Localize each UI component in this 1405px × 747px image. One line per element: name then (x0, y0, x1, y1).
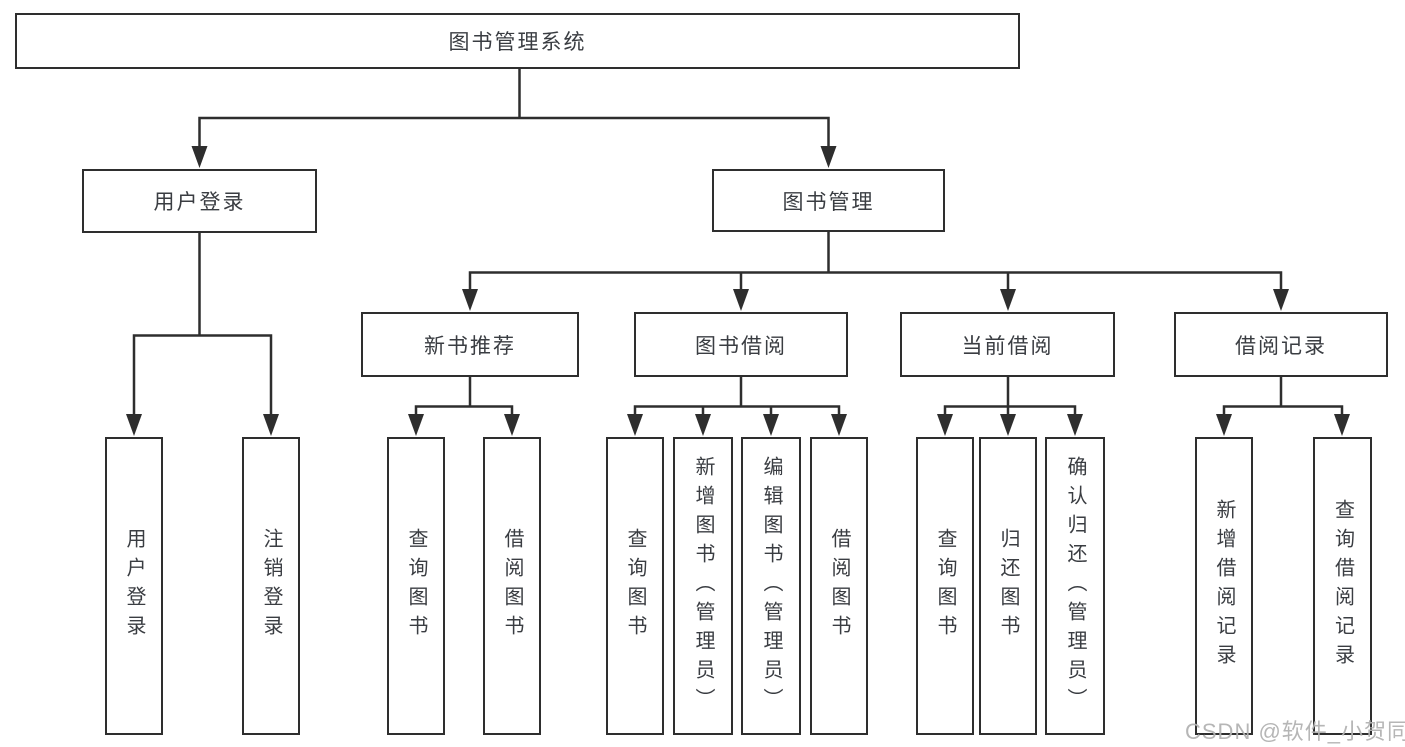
leaf-borrow-books: 借阅图书 (483, 437, 541, 735)
node-borrow-records: 借阅记录 (1174, 312, 1388, 377)
leaf-logout: 注销登录 (242, 437, 300, 735)
leaf-edit-books-admin: 编辑图书（管理员） (741, 437, 801, 735)
arrow-icon (1067, 414, 1083, 436)
node-label: 用户登录 (153, 191, 246, 214)
node-label: 借阅图书 (828, 528, 850, 644)
node-label: 用户登录 (123, 528, 145, 644)
connector-bookmgmt-to-level3 (468, 232, 1283, 290)
node-label: 图书管理 (782, 190, 875, 214)
arrow-icon (763, 414, 779, 436)
arrow-icon (462, 289, 478, 311)
node-label: 借阅图书 (501, 528, 523, 644)
node-label: 当前借阅 (961, 334, 1054, 358)
leaf-add-borrow-record: 新增借阅记录 (1195, 437, 1253, 735)
node-label: 查询图书 (405, 528, 427, 644)
arrow-icon (937, 414, 953, 436)
leaf-add-books-admin: 新增图书（管理员） (673, 437, 733, 735)
node-label: 新书推荐 (424, 334, 516, 358)
node-book-borrowing: 图书借阅 (634, 312, 848, 377)
arrow-icon (733, 289, 749, 311)
connector-newbookrec-to-leaves (414, 377, 514, 416)
node-label: 编辑图书（管理员） (760, 455, 782, 717)
leaf-query-books: 查询图书 (387, 437, 445, 735)
node-label: 确认归还（管理员） (1064, 455, 1086, 717)
arrow-icon (695, 414, 711, 436)
connector-root-to-level2 (198, 69, 830, 150)
leaf-query-borrow-record: 查询借阅记录 (1313, 437, 1372, 735)
node-label: 图书借阅 (695, 334, 787, 358)
arrow-icon (1000, 414, 1016, 436)
node-label: 新增借阅记录 (1213, 499, 1235, 673)
node-label: 注销登录 (260, 528, 282, 644)
arrow-icon (1000, 289, 1016, 311)
node-label: 查询借阅记录 (1331, 499, 1354, 673)
connector-borrowrecords-to-leaves (1222, 377, 1344, 416)
csdn-watermark: CSDN @软件_小贺同学 (1185, 719, 1405, 744)
node-book-management: 图书管理 (712, 169, 945, 232)
arrowheads (126, 146, 1350, 436)
leaf-confirm-return-admin: 确认归还（管理员） (1045, 437, 1105, 735)
node-label: 查询图书 (934, 528, 956, 644)
arrow-icon (504, 414, 520, 436)
arrow-icon (1273, 289, 1289, 311)
node-new-book-recommend: 新书推荐 (361, 312, 579, 377)
leaf-query-books: 查询图书 (916, 437, 974, 735)
arrow-icon (408, 414, 424, 436)
leaf-return-books: 归还图书 (979, 437, 1037, 735)
arrow-icon (1216, 414, 1232, 436)
arrow-icon (263, 414, 279, 436)
connector-bookborrow-to-leaves (633, 377, 841, 416)
arrow-icon (831, 414, 847, 436)
node-label: 归还图书 (997, 528, 1019, 644)
leaf-user-login: 用户登录 (105, 437, 163, 735)
node-user-login: 用户登录 (82, 169, 317, 233)
leaf-query-books: 查询图书 (606, 437, 664, 735)
node-label: 查询图书 (624, 528, 646, 644)
node-label: 新增图书（管理员） (692, 455, 714, 717)
node-current-borrowing: 当前借阅 (900, 312, 1115, 377)
arrow-icon (126, 414, 142, 436)
arrow-icon (1334, 414, 1350, 436)
connector-currentborrow-to-leaves (943, 377, 1077, 416)
leaf-borrow-books: 借阅图书 (810, 437, 868, 735)
node-label: 图书管理系统 (448, 31, 587, 54)
node-root-system: 图书管理系统 (15, 13, 1020, 69)
connector-userlogin-to-leaves (132, 233, 273, 416)
arrow-icon (627, 414, 643, 436)
arrow-icon (820, 146, 837, 168)
node-label: 借阅记录 (1235, 334, 1327, 358)
arrow-icon (191, 146, 208, 168)
